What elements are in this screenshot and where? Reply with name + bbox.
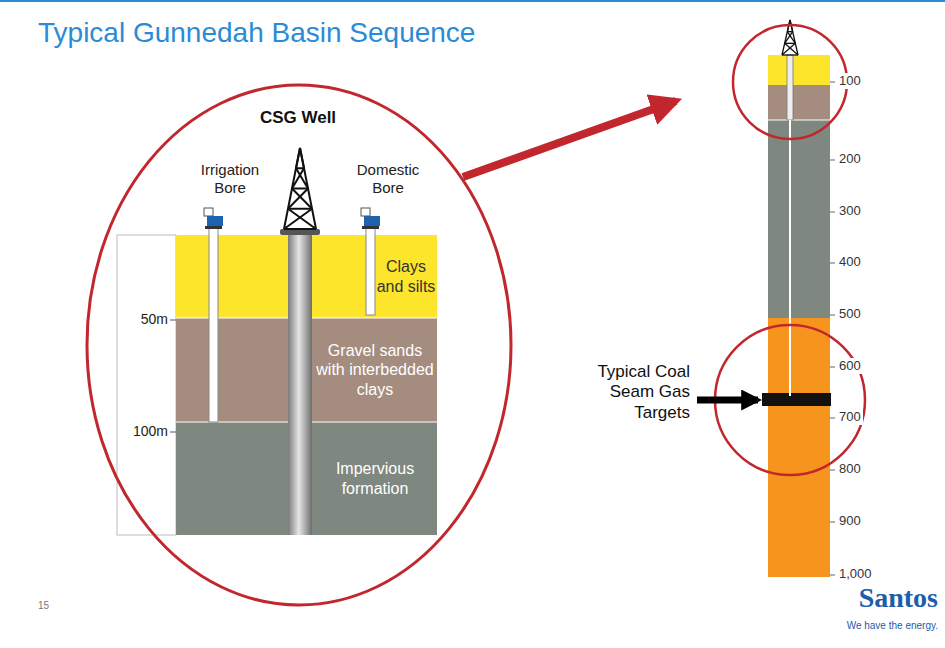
bore-label: Irrigation Bore	[188, 161, 272, 197]
depth-tick	[830, 160, 835, 161]
depth-tick	[830, 418, 835, 419]
depth-tick	[830, 367, 835, 368]
column-well	[782, 20, 798, 396]
derrick-bar	[292, 188, 308, 190]
impervious-band	[768, 120, 830, 318]
coal-measures-band	[768, 318, 830, 577]
well-pad	[280, 229, 320, 235]
derrick-legs	[284, 148, 316, 229]
top-rule	[0, 0, 945, 2]
pump-base	[205, 226, 222, 229]
derrick-bar	[785, 43, 796, 44]
derrick-brace	[782, 43, 795, 55]
derrick-brace	[785, 32, 793, 44]
domestic-bore	[361, 208, 380, 315]
stratum-label: Clays and silts	[376, 257, 436, 295]
depth-scale-number: 600	[837, 358, 863, 374]
depth-tick	[170, 432, 176, 433]
depth-tick	[830, 522, 835, 523]
bore-casing	[366, 226, 375, 315]
depth-scale-number: 1,000	[837, 566, 874, 582]
bore-label: Domestic Bore	[346, 161, 430, 197]
pump-body	[207, 216, 223, 226]
target-callout: Typical Coal Seam Gas Targets	[586, 362, 690, 423]
derrick-brace	[785, 43, 798, 55]
band-text-region: Clays and silts	[376, 235, 436, 318]
band-text-region: Gravel sands with interbedded clays	[314, 318, 436, 422]
depth-label: 100m	[114, 423, 168, 440]
derrick-bar	[284, 228, 316, 230]
derrick-brace	[292, 189, 312, 209]
csg-well	[280, 148, 320, 535]
band-boundary	[768, 120, 830, 121]
depth-scale-number: 100	[837, 73, 863, 89]
depth-scale-number: 200	[837, 151, 863, 167]
depth-scale-number: 500	[837, 306, 863, 322]
derrick-brace	[296, 148, 300, 168]
stratum-label: Impervious formation	[314, 459, 436, 497]
derrick-brace	[288, 189, 308, 209]
bore-casing	[209, 226, 218, 422]
logo-tagline: We have the energy.	[800, 620, 938, 632]
depth-tick	[830, 212, 835, 213]
well-bore	[789, 120, 791, 396]
zoom-circle	[87, 85, 511, 605]
derrick	[284, 148, 316, 229]
depth-tick	[830, 263, 835, 264]
depth-scale-number: 300	[837, 203, 863, 219]
band-text-region: Impervious formation	[314, 422, 436, 535]
stratum-label: Gravel sands with interbedded clays	[314, 341, 436, 399]
clay-band	[768, 55, 830, 85]
depth-tick	[830, 82, 835, 83]
pump-base	[362, 226, 379, 229]
derrick-bar	[288, 208, 312, 210]
depth-strip	[117, 235, 176, 535]
gravel-band	[768, 85, 830, 120]
zoom-arrow	[463, 101, 676, 177]
derrick-brace	[300, 148, 304, 168]
section-strata	[117, 235, 437, 535]
depth-scale-number: 800	[837, 461, 863, 477]
depth-tick	[830, 315, 835, 316]
logo-wordmark: Santos	[800, 584, 938, 612]
well-label: CSG Well	[238, 108, 358, 128]
depth-ticks	[830, 82, 835, 575]
pump-body	[364, 216, 380, 226]
stratum-band: Clays and silts	[176, 235, 437, 318]
depth-tick	[830, 575, 835, 576]
zoom-circle	[733, 25, 847, 139]
page-number: 15	[38, 600, 78, 612]
depth-tick	[170, 320, 176, 321]
stratum-band: Impervious formation	[176, 422, 437, 535]
depth-label: 50m	[118, 311, 168, 328]
pump-head	[204, 208, 213, 216]
depth-scale-number: 400	[837, 254, 863, 270]
target-arrow	[697, 397, 758, 404]
well-pipe	[288, 232, 312, 535]
depth-tick	[830, 470, 835, 471]
derrick-brace	[292, 168, 304, 188]
column-strata	[762, 55, 835, 577]
stratum-band: Gravel sands with interbedded clays	[176, 318, 437, 422]
derrick-bar	[782, 54, 798, 55]
coal-seam	[762, 393, 831, 406]
pump-head	[361, 208, 370, 216]
slide-title: Typical Gunnedah Basin Sequence	[38, 16, 475, 50]
depth-scale-number: 700	[837, 409, 863, 425]
depth-scale-number: 900	[837, 513, 863, 529]
irrigation-bore	[204, 208, 223, 422]
derrick-brace	[284, 209, 312, 229]
well-casing	[787, 55, 793, 120]
derrick-brace	[288, 209, 316, 229]
